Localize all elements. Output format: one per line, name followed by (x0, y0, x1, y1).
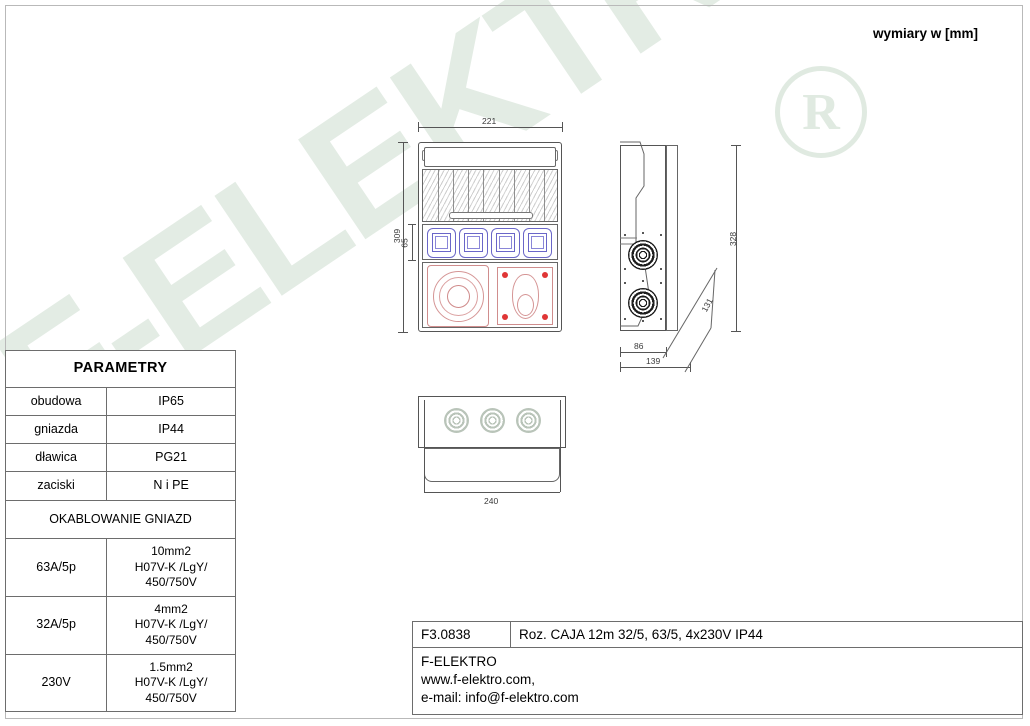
dim-socket-band: 65 (399, 238, 410, 248)
title-block: F3.0838 Roz. CAJA 12m 32/5, 63/5, 4x230V… (412, 621, 1023, 715)
param-value: N i PE (106, 471, 236, 501)
wiring-section-title: OKABLOWANIE GNIAZD (5, 499, 236, 539)
socket-230v (523, 228, 552, 258)
wiring-label: 32A/5p (4, 595, 108, 655)
parameters-table: PARAMETRY obudowa IP65 gniazda IP44 dław… (4, 350, 236, 713)
drawing-code: F3.0838 (413, 622, 511, 647)
table-row: gniazda IP44 (4, 414, 236, 445)
param-label: zaciski (4, 471, 108, 501)
cable-gland-icon (444, 408, 469, 433)
table-row: PARAMETRY (5, 350, 236, 388)
company-info: F-ELEKTRO www.f-elektro.com, e-mail: inf… (413, 648, 1022, 714)
table-row: OKABLOWANIE GNIAZD (5, 499, 236, 539)
param-label: obudowa (4, 386, 108, 416)
bottom-view-drawing (418, 396, 566, 484)
socket-band-230v (422, 224, 558, 260)
din-rail-module-area (422, 169, 558, 222)
socket-63a-5p (427, 265, 489, 327)
cable-gland-icon (628, 288, 658, 318)
enclosure-lid (424, 147, 556, 167)
socket-230v (459, 228, 488, 258)
side-mid-wall (666, 145, 678, 331)
param-value: IP65 (106, 386, 236, 416)
param-label: gniazda (4, 414, 108, 445)
dim-bottom-width: 240 (484, 496, 499, 506)
side-view-drawing (620, 140, 740, 340)
table-row: obudowa IP65 (4, 386, 236, 416)
wiring-label: 230V (4, 653, 108, 713)
bottom-apron (424, 448, 560, 482)
title-block-header-row: F3.0838 Roz. CAJA 12m 32/5, 63/5, 4x230V… (413, 622, 1022, 648)
dim-side-height: 328 (728, 231, 739, 247)
table-row: dławica PG21 (4, 443, 236, 473)
socket-230v (491, 228, 520, 258)
table-row: zaciski N i PE (4, 471, 236, 501)
socket-32a-5p (497, 267, 553, 325)
company-name: F-ELEKTRO (421, 654, 497, 669)
company-website: www.f-elektro.com, (421, 671, 536, 687)
company-email: e-mail: info@f-elektro.com (421, 689, 579, 705)
wiring-label: 63A/5p (4, 537, 108, 597)
front-view-drawing (418, 142, 562, 332)
dim-front-width: 221 (482, 116, 497, 126)
socket-230v (427, 228, 456, 258)
param-value: PG21 (106, 443, 236, 473)
drawing-description: Roz. CAJA 12m 32/5, 63/5, 4x230V IP44 (519, 627, 763, 642)
param-value: IP44 (106, 414, 236, 445)
cable-gland-icon (628, 240, 658, 270)
registered-trademark-icon: R (775, 66, 867, 158)
industrial-socket-band (422, 262, 558, 328)
module-cover-lip (449, 212, 533, 219)
dim-side-depth-total: 139 (646, 356, 661, 366)
cable-gland-icon (480, 408, 505, 433)
dim-side-depth-front: 86 (634, 341, 644, 351)
cable-gland-icon (516, 408, 541, 433)
units-note: wymiary w [mm] (872, 26, 978, 41)
params-table-title: PARAMETRY (5, 350, 236, 388)
param-label: dławica (4, 443, 108, 473)
